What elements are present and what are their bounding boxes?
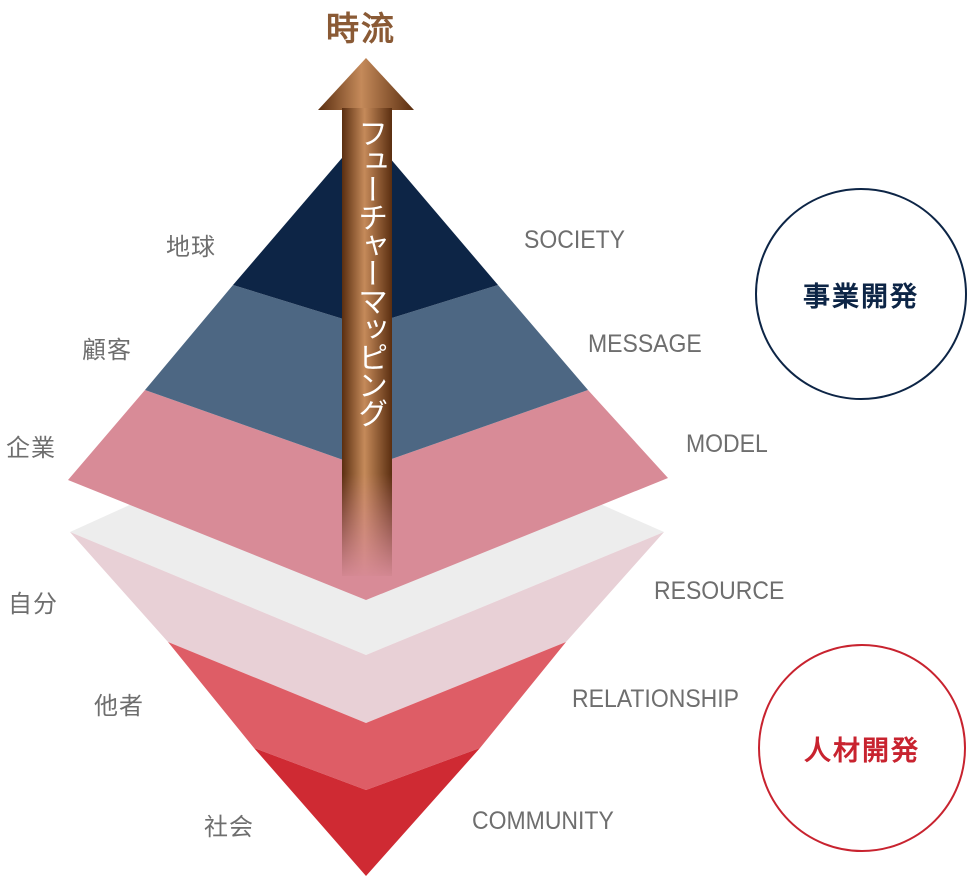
label-model: MODEL	[686, 430, 768, 458]
layer-light-gray	[70, 503, 664, 655]
label-self: 自分	[8, 590, 58, 618]
label-community: COMMUNITY	[472, 807, 614, 835]
label-customer: 顧客	[82, 336, 132, 364]
label-message: MESSAGE	[588, 330, 702, 358]
label-earth: 地球	[166, 233, 216, 261]
label-relationship: RELATIONSHIP	[572, 685, 740, 713]
business-development-circle: 事業開発	[755, 188, 967, 400]
human-development-circle: 人材開発	[758, 644, 966, 852]
arrow-shaft	[342, 108, 392, 576]
arrow-label: フューチャーマッピング	[352, 118, 387, 426]
diagram-title: 時流	[326, 9, 396, 48]
layer-community	[254, 748, 480, 876]
label-resource: RESOURCE	[654, 577, 785, 605]
label-society: SOCIETY	[524, 226, 625, 254]
layer-resource	[70, 532, 664, 723]
human-development-label: 人材開発	[804, 735, 920, 767]
label-company: 企業	[6, 434, 56, 462]
timeline-arrow	[318, 58, 414, 576]
label-society-jp: 社会	[204, 813, 254, 841]
business-development-label: 事業開発	[803, 281, 919, 313]
arrow-head	[318, 58, 414, 110]
label-others: 他者	[94, 692, 144, 720]
layer-relationship	[168, 642, 566, 790]
